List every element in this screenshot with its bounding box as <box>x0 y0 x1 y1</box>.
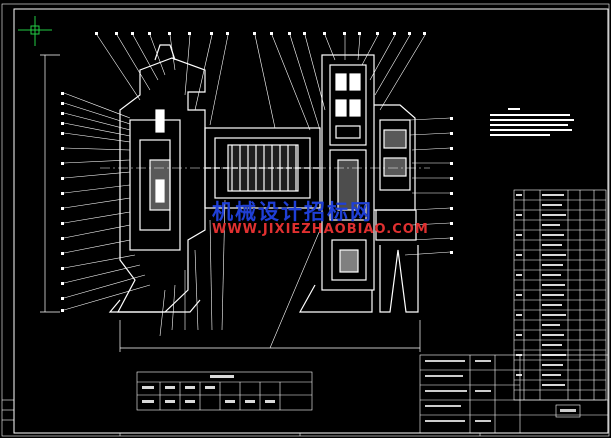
leader-lines-left <box>63 92 151 311</box>
frame-margin-marks <box>2 399 481 436</box>
title-block <box>419 354 609 434</box>
spec-table-text <box>142 375 275 403</box>
crosshair-cursor-icon <box>18 16 52 46</box>
leader-dots-top <box>95 32 426 35</box>
leader-dots-right <box>450 117 453 254</box>
parts-list-table <box>513 189 607 401</box>
title-block-text <box>425 360 576 422</box>
drawing-frame <box>1 3 610 437</box>
left-dimension <box>40 54 60 313</box>
leader-dots-left <box>61 92 64 312</box>
leader-lines-bottom <box>159 199 321 349</box>
technical-notes <box>490 108 574 136</box>
leader-lines-right <box>404 117 451 256</box>
gearbox-left <box>108 44 206 313</box>
gearbox-right <box>298 54 419 313</box>
spec-table <box>136 371 313 411</box>
leader-lines-top <box>96 34 426 131</box>
